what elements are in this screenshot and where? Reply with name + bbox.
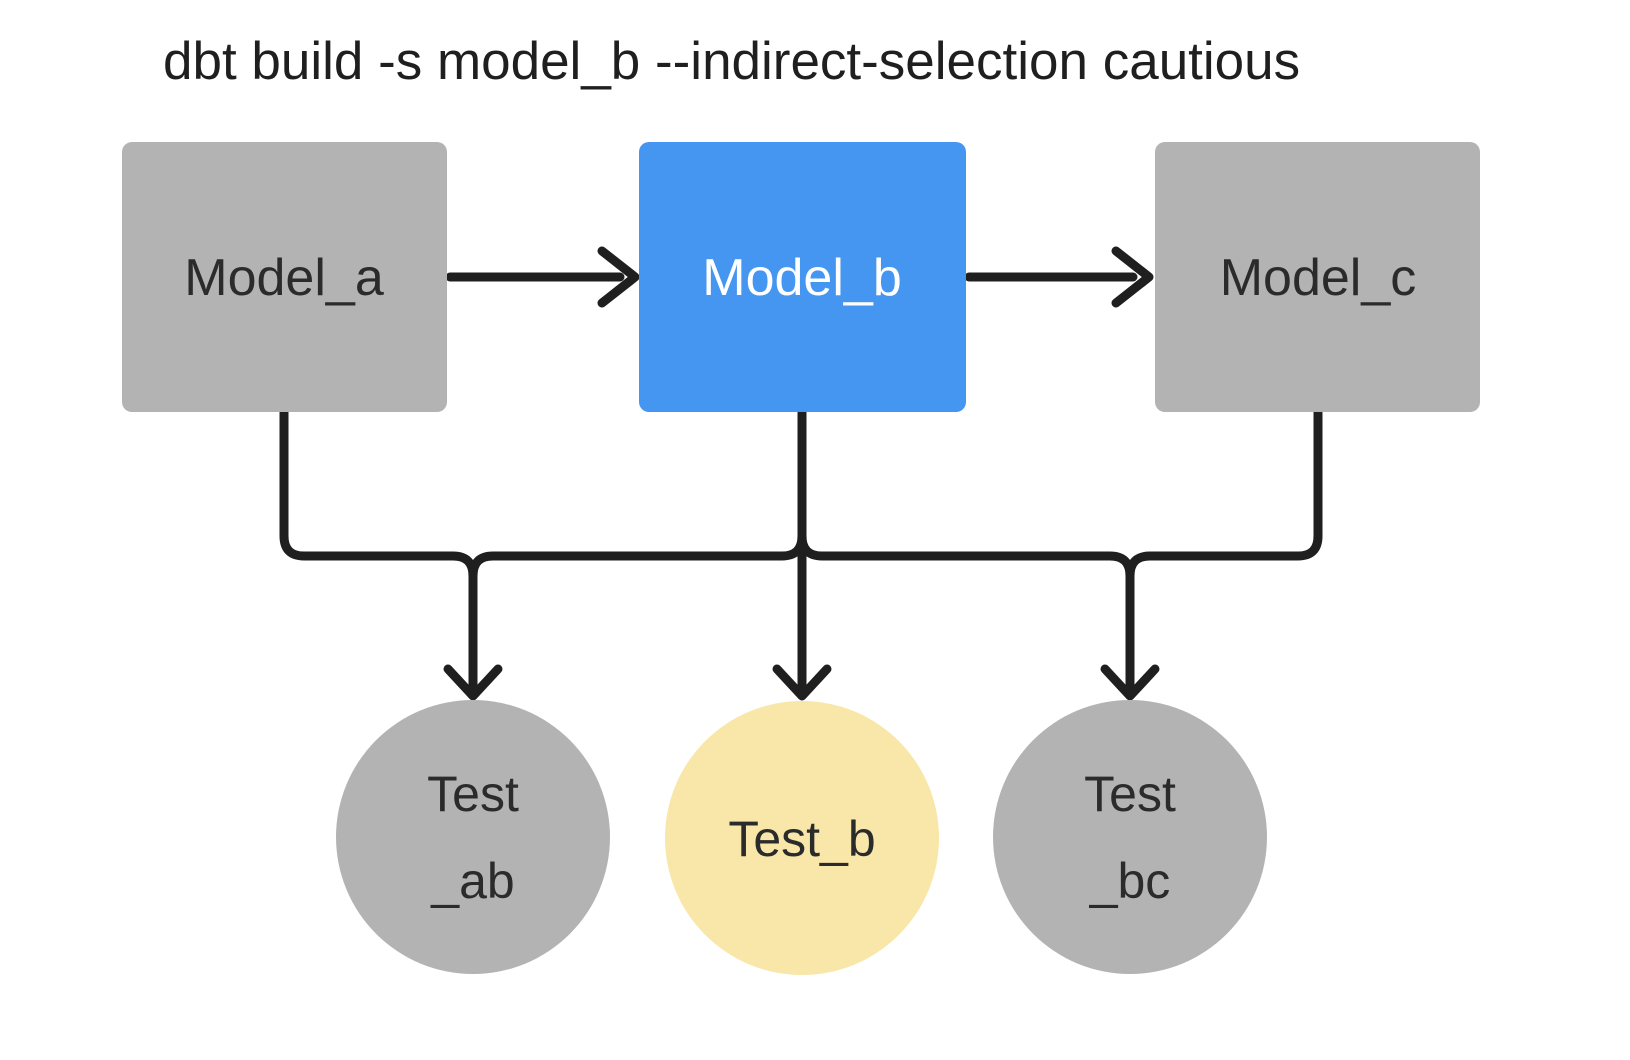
model-c-label: Model_c xyxy=(1220,249,1417,307)
test-ab-label-line1: Test xyxy=(427,766,519,822)
edge-model-b-to-test-ab xyxy=(468,531,807,581)
test-ab-node xyxy=(336,700,610,974)
test-b-label: Test_b xyxy=(728,811,875,867)
test-bc-node xyxy=(993,700,1267,974)
model-a-label: Model_a xyxy=(184,249,384,307)
test-b-node xyxy=(665,701,939,975)
arrowhead-into-test-b xyxy=(772,664,832,701)
arrowhead-model-a-to-model-b xyxy=(597,246,640,308)
model-b-node xyxy=(639,142,966,412)
edge-model-c-to-test-bc xyxy=(1125,407,1323,693)
arrowhead-into-test-bc xyxy=(1100,664,1160,701)
arrowhead-into-test-ab xyxy=(443,664,503,701)
test-ab-label-line2: _ab xyxy=(430,853,514,909)
edge-model-b-to-test-bc xyxy=(797,531,1135,581)
test-bc-label-line1: Test xyxy=(1084,766,1176,822)
test-bc-label-line2: _bc xyxy=(1089,853,1171,909)
arrowhead-model-b-to-model-c xyxy=(1111,246,1154,308)
model-a-node xyxy=(122,142,447,412)
edge-model-a-to-test-ab xyxy=(279,407,478,693)
model-b-label: Model_b xyxy=(702,249,901,307)
model-c-node xyxy=(1155,142,1480,412)
diagram-title: dbt build -s model_b --indirect-selectio… xyxy=(163,32,1300,91)
